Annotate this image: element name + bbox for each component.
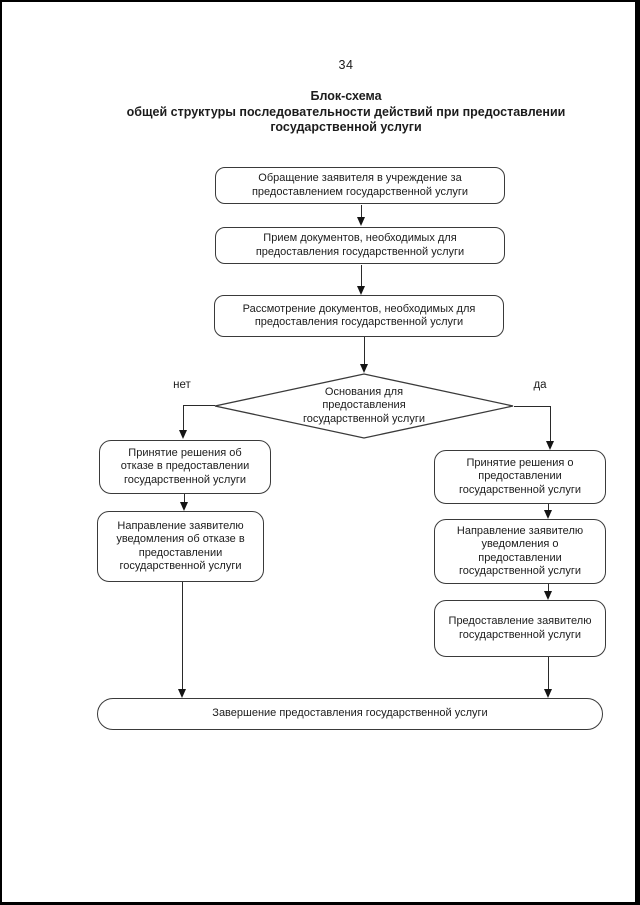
flow-node-refusal-decision-label: Принятие решения об отказе в предоставле… [120, 446, 250, 486]
connector-grant-notice [548, 504, 550, 510]
arrowhead-review-decision [359, 364, 368, 373]
flow-node-grant-decision-label: Принятие решения о предоставлении госуда… [459, 456, 581, 496]
arrowhead-refusal-finish [177, 689, 186, 698]
flow-node-grant-decision: Принятие решения о предоставлении госуда… [434, 450, 606, 504]
connector-receive-review [361, 265, 363, 286]
flow-node-provide-service-label: Предоставление заявителю государственной… [448, 615, 592, 641]
flow-node-finish: Завершение предоставления государственно… [97, 698, 603, 730]
branch-label-yes: да [533, 379, 547, 391]
connector-grant-provide [548, 584, 550, 591]
connector-refusal-finish [182, 582, 184, 689]
flow-node-refusal-decision: Принятие решения об отказе в предоставле… [99, 440, 271, 494]
flow-node-receive-docs-label: Прием документов, необходимых для предос… [255, 232, 465, 258]
flow-node-provide-service: Предоставление заявителю государственной… [434, 600, 606, 657]
connector-decision-no-v [183, 405, 185, 430]
flow-node-decision-label: Основания для предоставления государстве… [303, 385, 425, 425]
connector-decision-no-h [183, 405, 215, 407]
connector-decision-yes-h [514, 406, 550, 408]
title-line-2: общей структуры последовательности дейст… [126, 104, 566, 119]
flow-node-finish-label: Завершение предоставления государственно… [212, 707, 488, 720]
arrowhead-grant-provide [543, 591, 552, 600]
flow-node-receive-docs: Прием документов, необходимых для предос… [215, 227, 505, 264]
arrowhead-provide-finish [543, 689, 552, 698]
flow-node-refusal-notice: Направление заявителю уведомления об отк… [97, 511, 264, 582]
page-title: Блок-схема общей структуры последователь… [26, 89, 635, 136]
flow-node-start: Обращение заявителя в учреждение за пред… [215, 167, 505, 204]
page-number: 34 [338, 58, 354, 72]
flow-node-start-label: Обращение заявителя в учреждение за пред… [251, 172, 469, 198]
title-line-3: государственной услуги [270, 120, 422, 134]
connector-provide-finish [548, 657, 550, 689]
connector-refusal-notice [184, 494, 186, 502]
arrowhead-grant-notice [543, 510, 552, 519]
decision-diamond-shape [214, 373, 514, 439]
title-line-1: Блок-схема [310, 89, 382, 103]
flow-node-decision: Основания для предоставления государстве… [214, 373, 514, 439]
arrowhead-receive-review [356, 286, 365, 295]
branch-label-no: нет [173, 379, 191, 391]
flow-node-review-docs-label: Рассмотрение документов, необходимых для… [242, 302, 476, 329]
connector-decision-yes-v [550, 406, 552, 441]
flow-node-grant-notice: Направление заявителю уведомления о пред… [434, 519, 606, 584]
arrowhead-decision-no [178, 430, 187, 439]
flow-node-review-docs: Рассмотрение документов, необходимых для… [214, 295, 504, 337]
connector-start-receive [361, 205, 363, 217]
arrowhead-refusal-notice [179, 502, 188, 511]
flow-node-refusal-notice-label: Направление заявителю уведомления об отк… [116, 519, 245, 573]
connector-review-decision [364, 337, 366, 364]
flow-node-grant-notice-label: Направление заявителю уведомления о пред… [456, 524, 584, 578]
arrowhead-decision-yes [545, 441, 554, 450]
arrowhead-start-receive [356, 217, 365, 226]
